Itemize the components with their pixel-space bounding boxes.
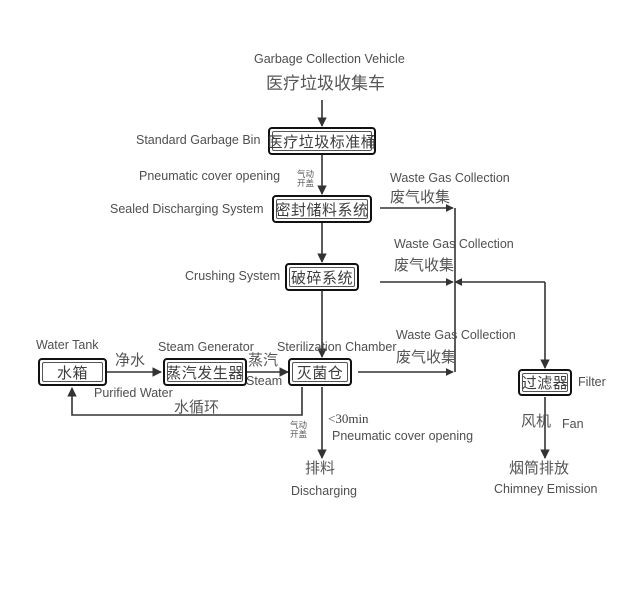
sealed-discharge-box[interactable]: 密封储料系统 xyxy=(272,195,372,223)
fan-label-cn: 风机 xyxy=(521,413,552,430)
water-tank-box[interactable]: 水箱 xyxy=(38,358,107,386)
pneumatic-top-cn-line2: 开盖 xyxy=(297,177,315,188)
chimney-label-cn: 烟筒排放 xyxy=(509,460,570,477)
vehicle-label-en: Garbage Collection Vehicle xyxy=(254,52,405,66)
standard-bin-box-text: 医疗垃圾标准桶 xyxy=(267,133,377,151)
steam-generator-label-en: Steam Generator xyxy=(158,340,254,354)
waste-gas-2-label-cn: 废气收集 xyxy=(394,257,455,274)
fan-label-en: Fan xyxy=(562,417,584,431)
pneumatic-top-label-cn: 气动 开盖 xyxy=(297,170,314,188)
standard-bin-label-en: Standard Garbage Bin xyxy=(136,133,261,147)
pneumatic-top-label-en: Pneumatic cover opening xyxy=(139,169,281,183)
edge-water-circulation xyxy=(67,387,303,416)
filter-box-text: 过滤器 xyxy=(521,375,569,392)
sterilization-label-en: Sterilization Chamber xyxy=(277,340,397,354)
chimney-label-en: Chimney Emission xyxy=(494,482,598,496)
water-cycle-label-cn: 水循环 xyxy=(174,399,220,416)
pneumatic-bottom-cn-line1: 气动 xyxy=(290,420,308,430)
sterilization-time-label: <30min xyxy=(328,411,369,426)
water-tank-label-en: Water Tank xyxy=(36,338,99,352)
discharging-label-en: Discharging xyxy=(291,484,358,498)
pneumatic-top-cn-line1: 气动 xyxy=(297,169,315,179)
purified-water-label-cn: 净水 xyxy=(115,352,146,369)
discharging-label-cn: 排料 xyxy=(305,460,336,477)
waste-gas-3-label-cn: 废气收集 xyxy=(396,349,457,366)
steam-generator-box[interactable]: 蒸汽发生器 xyxy=(163,358,247,386)
sealed-discharge-box-text: 密封储料系统 xyxy=(275,201,369,219)
waste-gas-1-label-cn: 废气收集 xyxy=(390,189,451,206)
sealed-discharge-label-en: Sealed Discharging System xyxy=(110,202,264,216)
pneumatic-bottom-label-cn: 气动 开盖 xyxy=(290,421,307,439)
waste-gas-3-label-en: Waste Gas Collection xyxy=(396,328,516,342)
vehicle-label-cn: 医疗垃圾收集车 xyxy=(266,74,385,93)
crushing-box-text: 破碎系统 xyxy=(290,269,353,287)
crushing-box[interactable]: 破碎系统 xyxy=(285,263,359,291)
sterilization-box-text: 灭菌仓 xyxy=(296,364,344,382)
steam-generator-box-text: 蒸汽发生器 xyxy=(166,364,244,382)
purified-water-label-en: Purified Water xyxy=(94,386,173,400)
steam-label-en: Steam xyxy=(246,374,283,388)
waste-gas-1-label-en: Waste Gas Collection xyxy=(390,171,510,185)
water-tank-box-text: 水箱 xyxy=(56,364,88,382)
sterilization-box[interactable]: 灭菌仓 xyxy=(288,358,352,386)
filter-label-en: Filter xyxy=(578,375,606,389)
filter-box[interactable]: 过滤器 xyxy=(518,369,572,396)
pneumatic-bottom-label-en: Pneumatic cover opening xyxy=(332,429,474,443)
standard-bin-box[interactable]: 医疗垃圾标准桶 xyxy=(268,127,376,155)
crushing-label-en: Crushing System xyxy=(185,269,281,283)
pneumatic-bottom-cn-line2: 开盖 xyxy=(290,428,308,439)
waste-gas-2-label-en: Waste Gas Collection xyxy=(394,237,514,251)
steam-label-cn: 蒸汽 xyxy=(248,352,279,369)
